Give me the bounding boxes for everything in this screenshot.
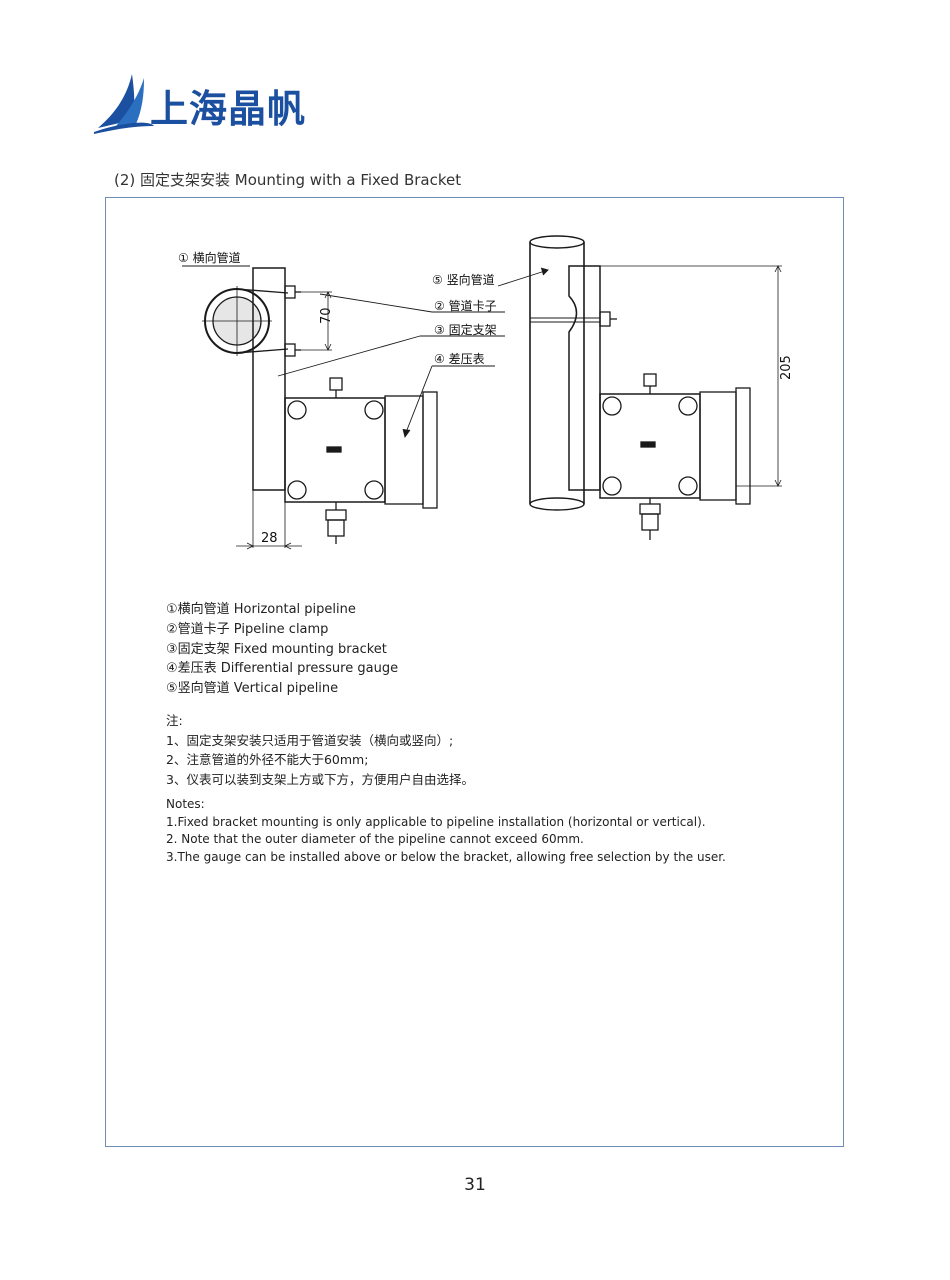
callout-pipeline-clamp: ② 管道卡子 — [434, 298, 497, 313]
fixed-bracket-left — [252, 267, 286, 491]
content-frame — [105, 197, 844, 1147]
legend-item: ①横向管道 Horizontal pipeline — [166, 602, 356, 617]
notes-en-item: 2. Note that the outer diameter of the p… — [166, 832, 584, 847]
legend-item: ④差压表 Differential pressure gauge — [166, 661, 399, 677]
vertical-pipe-icon — [529, 242, 585, 504]
section-heading: (2) 固定支架安装 Mounting with a Fixed Bracket — [114, 171, 462, 189]
dimension-70-label: 70 — [319, 307, 334, 324]
legend-item: ②管道卡子 Pipeline clamp — [166, 621, 329, 637]
notes-cn-item: 1、固定支架安装只适用于管道安装（横向或竖向）; — [166, 732, 454, 748]
notes-en-item: 3.The gauge can be installed above or be… — [166, 849, 726, 864]
legend-item: ③固定支架 Fixed mounting bracket — [166, 641, 387, 657]
dimension-205-label: 205 — [779, 355, 794, 380]
left-view — [182, 265, 505, 550]
callout-vertical-pipeline: ⑤ 竖向管道 — [432, 272, 495, 287]
legend-item: ⑤竖向管道 Vertical pipeline — [166, 681, 339, 697]
callout-differential-gauge: ④ 差压表 — [434, 352, 485, 366]
page-number: 31 — [464, 1175, 486, 1195]
company-logo-text: 上海晶帆 — [150, 87, 307, 131]
legend-list: ①横向管道 Horizontal pipeline ②管道卡子 Pipeline… — [166, 600, 398, 699]
notes-english: Notes: 1.Fixed bracket mounting is only … — [166, 796, 726, 866]
mounting-diagram: ① 横向管道 ⑤ 竖向管道 ② 管道卡子 ③ 固定支架 ④ 差压表 70 28 … — [178, 235, 794, 550]
notes-chinese: 注: 1、固定支架安装只适用于管道安装（横向或竖向）; 2、注意管道的外径不能大… — [166, 711, 474, 789]
notes-cn-title: 注: — [166, 713, 183, 728]
fixed-bracket-right — [568, 265, 601, 491]
dimension-28-label: 28 — [261, 531, 278, 546]
company-logo — [94, 74, 154, 134]
notes-cn-item: 3、仪表可以装到支架上方或下方，方便用户自由选择。 — [166, 771, 474, 787]
notes-en-item: 1.Fixed bracket mounting is only applica… — [166, 814, 706, 829]
callout-horizontal-pipeline: ① 横向管道 — [178, 250, 241, 265]
notes-cn-item: 2、注意管道的外径不能大于60mm; — [166, 752, 369, 767]
callout-fixed-bracket: ③ 固定支架 — [434, 322, 497, 337]
notes-en-title: Notes: — [166, 797, 205, 811]
right-view — [497, 235, 782, 540]
